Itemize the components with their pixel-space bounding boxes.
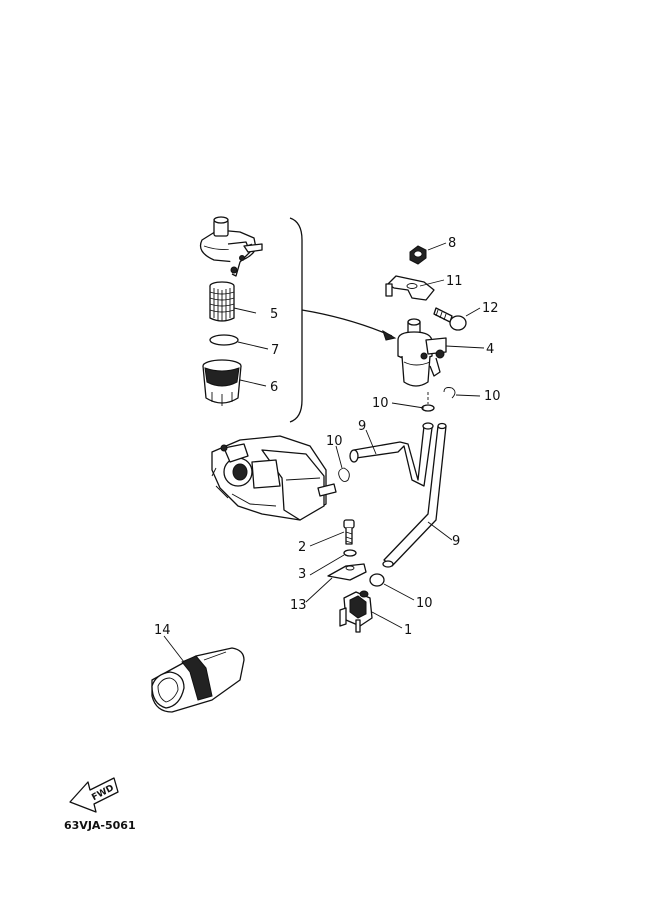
filter-cup-part bbox=[202, 359, 242, 406]
callout-labels: 8 11 12 4 5 7 6 10 10 10 9 9 2 3 13 10 1… bbox=[154, 236, 501, 638]
hose-clip-part-4 bbox=[369, 573, 385, 587]
group-arrow-head bbox=[382, 329, 397, 341]
group-bracket bbox=[289, 217, 303, 423]
callout-14: 14 bbox=[154, 623, 171, 638]
mounting-bracket-part bbox=[385, 275, 435, 301]
callout-2: 2 bbox=[298, 540, 306, 555]
group-arrow-line bbox=[301, 309, 393, 337]
callout-11: 11 bbox=[446, 274, 463, 289]
forward-arrow-icon: FWD bbox=[69, 777, 119, 813]
fuel-hose-part-lower bbox=[382, 422, 447, 568]
callout-9-lower: 9 bbox=[452, 534, 460, 549]
filter-cap-part bbox=[199, 216, 263, 277]
filter-element-part bbox=[209, 281, 235, 322]
nut-part bbox=[409, 245, 427, 265]
callout-1: 1 bbox=[404, 623, 412, 638]
diagram-code: 63VJA-5061 bbox=[64, 819, 136, 832]
callout-3: 3 bbox=[298, 567, 306, 582]
callout-5: 5 bbox=[270, 307, 278, 322]
callout-10-right: 10 bbox=[484, 389, 501, 404]
o-ring-part bbox=[209, 334, 239, 346]
callout-13: 13 bbox=[290, 598, 307, 613]
bolt-part bbox=[433, 307, 467, 331]
callout-9-upper: 9 bbox=[358, 419, 366, 434]
callout-10-pump: 10 bbox=[416, 596, 433, 611]
callout-6: 6 bbox=[270, 380, 278, 395]
callout-12: 12 bbox=[482, 301, 499, 316]
fuel-connector-part bbox=[339, 590, 373, 633]
hose-clip-part-3 bbox=[338, 467, 350, 483]
washer-part bbox=[343, 549, 357, 557]
hose-clip-part-2 bbox=[443, 387, 456, 399]
callout-10-filter: 10 bbox=[372, 396, 389, 411]
plate-part bbox=[327, 563, 367, 581]
callout-8: 8 bbox=[448, 236, 456, 251]
screw-part bbox=[343, 519, 355, 545]
callout-4: 4 bbox=[486, 342, 494, 357]
cover-part bbox=[151, 647, 245, 713]
fuel-hose-part-upper bbox=[349, 422, 434, 487]
carburetor-part bbox=[211, 435, 337, 521]
fuel-filter-assembly-part bbox=[397, 318, 447, 387]
callout-7: 7 bbox=[271, 343, 279, 358]
callout-10-carb: 10 bbox=[326, 434, 343, 449]
leader-lines bbox=[163, 242, 485, 663]
